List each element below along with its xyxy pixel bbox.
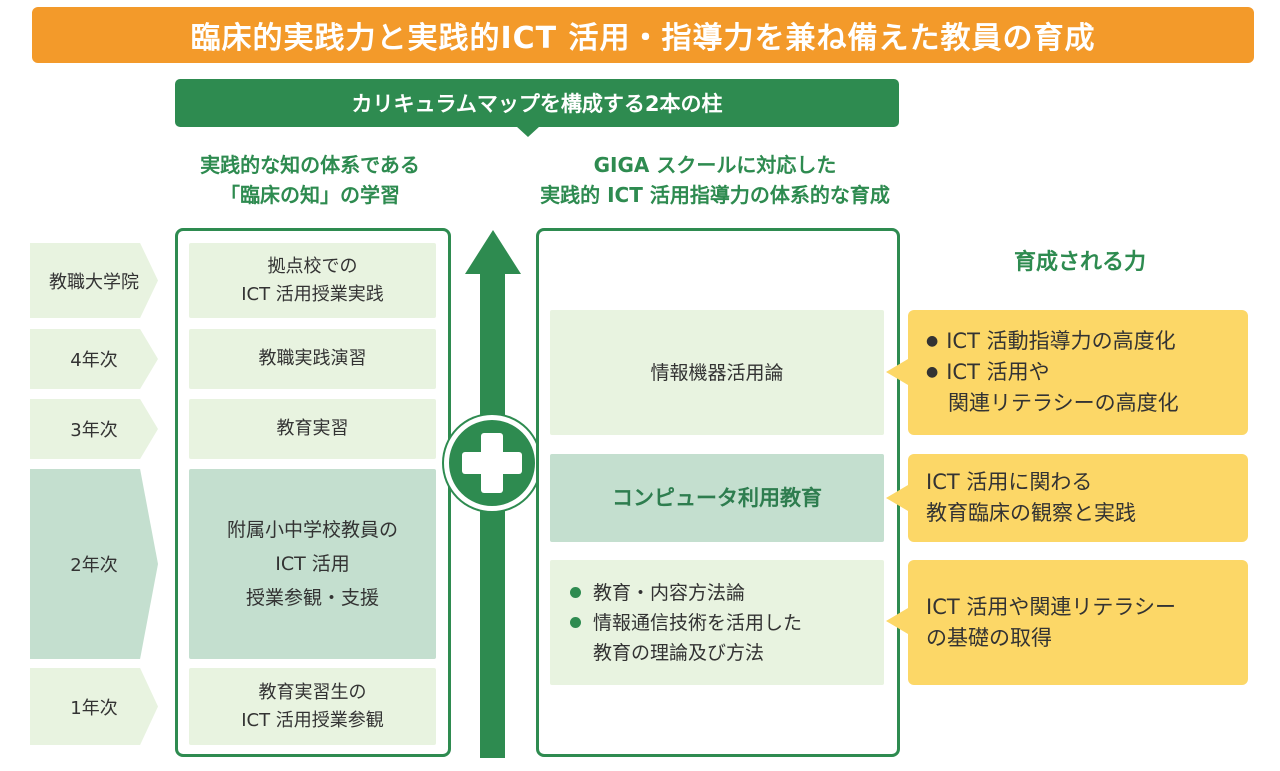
right-item-info-devices: 情報機器活用論 — [550, 310, 884, 435]
right-item-methods: 教育・内容方法論 情報通信技術を活用した 教育の理論及び方法 — [550, 560, 884, 685]
left-pillar-heading: 実践的な知の体系である 「臨床の知」の学習 — [200, 153, 420, 207]
methods-bullet-1: 教育・内容方法論 — [570, 578, 745, 608]
growth-arrow-head — [465, 230, 521, 274]
ability-pointer-3 — [886, 608, 908, 634]
plus-icon-vertical — [481, 433, 503, 493]
ability-box-1: ICT 活動指導力の高度化 ICT 活用や 関連リテラシーの高度化 — [908, 310, 1248, 435]
year-label-graduate: 教職大学院 — [30, 243, 158, 318]
right-pillar-heading: GIGA スクールに対応した 実践的 ICT 活用指導力の体系的な育成 — [540, 153, 890, 207]
year-label-2: 2年次 — [30, 469, 158, 659]
left-item-1: 教育実習生の ICT 活用授業参観 — [189, 668, 436, 745]
abilities-title: 育成される力 — [1013, 250, 1146, 275]
bullet-dot-icon — [570, 586, 581, 598]
ability-pointer-1 — [886, 359, 908, 385]
ability-pointer-2 — [886, 485, 908, 511]
year-label-3: 3年次 — [30, 399, 158, 459]
ability-box-2: ICT 活用に関わる 教育臨床の観察と実践 — [908, 454, 1248, 542]
year-label-4: 4年次 — [30, 329, 158, 389]
right-item-computer-education: コンピュータ利用教育 — [550, 454, 884, 542]
left-item-4: 教職実践演習 — [189, 329, 436, 389]
left-item-2: 附属小中学校教員の ICT 活用 授業参観・支援 — [189, 469, 436, 659]
left-item-graduate: 拠点校での ICT 活用授業実践 — [189, 243, 436, 318]
year-label-1: 1年次 — [30, 668, 158, 745]
growth-arrow-shaft — [480, 270, 505, 758]
bullet-dot-icon — [570, 616, 581, 628]
main-title-banner: 臨床的実践力と実践的ICT 活用・指導力を兼ね備えた教員の育成 — [32, 7, 1254, 63]
methods-bullet-2: 情報通信技術を活用した 教育の理論及び方法 — [570, 608, 802, 668]
ability-box-3: ICT 活用や関連リテラシー の基礎の取得 — [908, 560, 1248, 685]
left-item-3: 教育実習 — [189, 399, 436, 459]
pillars-banner-pointer — [516, 126, 540, 137]
pillars-banner: カリキュラムマップを構成する2本の柱 — [175, 79, 899, 127]
